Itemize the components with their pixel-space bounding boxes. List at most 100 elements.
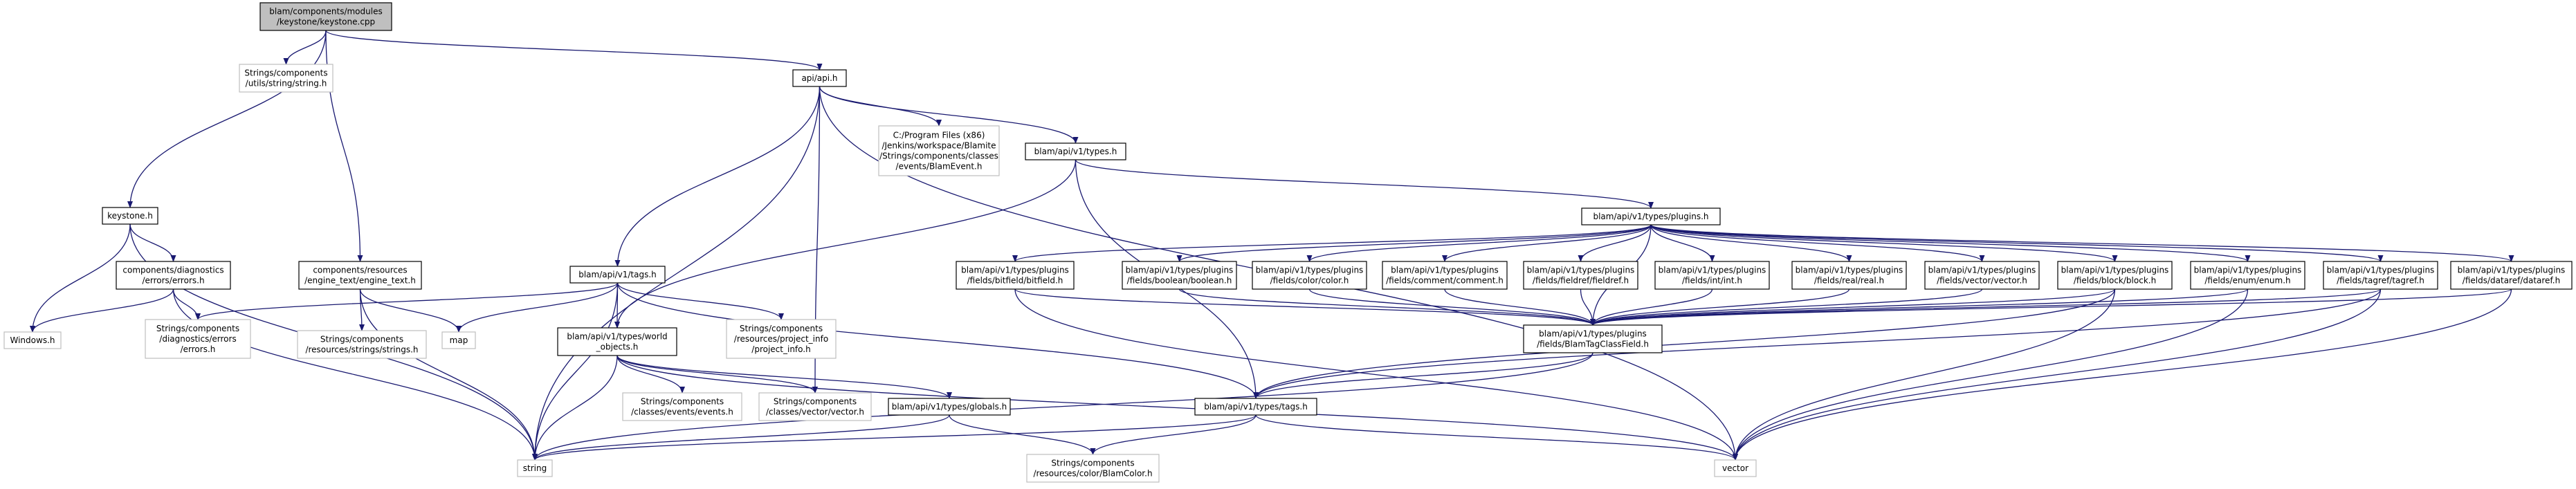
node-engine-text[interactable]: components/resources/engine_text/engine_…	[298, 261, 422, 290]
node-label-line: C:/Program Files (x86)	[893, 131, 985, 140]
node-box	[1252, 261, 1367, 290]
node-f-vector[interactable]: blam/api/v1/types/plugins/fields/vector/…	[1924, 261, 2040, 290]
node-label-line: /fields/bitfield/bitfield.h	[967, 276, 1063, 286]
node-box	[1194, 398, 1317, 416]
edge-types_h-to-plugins_h	[1075, 159, 1654, 209]
node-box	[441, 331, 476, 349]
node-types-h[interactable]: blam/api/v1/types.h	[1025, 142, 1126, 160]
node-tagclassfield[interactable]: blam/api/v1/types/plugins/fields/BlamTag…	[1523, 324, 1663, 353]
edge-f_comment-to-tagclassfield	[1444, 288, 1596, 326]
node-keystone-h[interactable]: keystone.h	[102, 207, 158, 225]
node-box	[259, 2, 392, 31]
edge-tags_h-to-project_info	[616, 282, 784, 320]
edge-f_dataref-to-tagclassfield	[1590, 288, 2512, 326]
node-label-line: blam/api/v1/types/plugins	[2061, 266, 2169, 275]
edge-f_block-to-vector	[1733, 288, 2116, 461]
node-label-line: blam/api/v1/types/plugins	[1391, 266, 1499, 275]
node-globals-h[interactable]: blam/api/v1/types/globals.h	[888, 398, 1011, 416]
node-f-int[interactable]: blam/api/v1/types/plugins/fields/int/int…	[1654, 261, 1770, 290]
node-label-line: blam/api/v1/types/world	[567, 332, 667, 342]
edge-world_objects-to-vector_h	[616, 355, 818, 394]
node-label-line: /classes/events/events.h	[631, 407, 733, 417]
node-label-line: components/diagnostics	[122, 266, 223, 275]
node-label-line: blam/api/v1/types/plugins	[1256, 266, 1364, 275]
edge-f_block-to-types_tags	[1253, 288, 2116, 399]
node-f-color[interactable]: blam/api/v1/types/plugins/fields/color/c…	[1252, 261, 1367, 290]
edge-f_real-to-tagclassfield	[1590, 288, 1850, 326]
node-str-diag-errors: Strings/components/diagnostics/errors/er…	[145, 319, 251, 359]
node-label-line: Strings/components	[1051, 459, 1134, 468]
node-label-line: blam/api/v1/types/plugins	[961, 266, 1069, 275]
node-label-line: /fields/dataref/dataref.h	[2463, 276, 2560, 286]
node-box	[1523, 261, 1638, 290]
node-f-tagref[interactable]: blam/api/v1/types/plugins/fields/tagref/…	[2323, 261, 2438, 290]
node-f-real[interactable]: blam/api/v1/types/plugins/fields/real/re…	[1791, 261, 1907, 290]
node-label-line: /fields/real/real.h	[1814, 276, 1884, 286]
edge-tags_h-to-string	[532, 282, 619, 461]
node-label-line: /errors.h	[181, 344, 216, 354]
node-label-line: /utils/string/string.h	[246, 79, 327, 89]
node-label-line: /resources/project_info	[734, 334, 828, 344]
edge-types_tags-to-blamcolor	[1090, 414, 1257, 455]
edge-globals_h-to-blamcolor	[949, 414, 1096, 455]
edge-plugins_h-to-f_comment	[1442, 224, 1652, 262]
edge-types_tags-to-vector	[1255, 414, 1738, 461]
edge-tagclassfield-to-types_tags	[1253, 352, 1593, 399]
edge-plugins_h-to-f_block	[1650, 224, 2118, 262]
node-f-comment[interactable]: blam/api/v1/types/plugins/fields/comment…	[1382, 261, 1508, 290]
node-label-line: /project_info.h	[751, 344, 810, 354]
node-box	[726, 319, 837, 359]
edge-f_block-to-tagclassfield	[1590, 288, 2116, 326]
node-box	[517, 459, 553, 477]
node-types-tags[interactable]: blam/api/v1/types/tags.h	[1194, 398, 1317, 416]
node-label-line: blam/api/v1/types/plugins	[1126, 266, 1234, 275]
node-f-enum[interactable]: blam/api/v1/types/plugins/fields/enum/en…	[2190, 261, 2305, 290]
edge-types_h-to-world_objects	[614, 159, 1077, 329]
node-plugins-h[interactable]: blam/api/v1/types/plugins.h	[1581, 207, 1721, 225]
node-blamcolor: Strings/components/resources/color/BlamC…	[1026, 454, 1160, 483]
node-f-fieldref[interactable]: blam/api/v1/types/plugins/fields/fieldre…	[1523, 261, 1638, 290]
node-box	[2057, 261, 2173, 290]
node-box	[557, 327, 677, 356]
node-api-h[interactable]: api/api.h	[792, 69, 847, 87]
node-box	[3, 331, 62, 349]
node-label-line: /fields/block/block.h	[2074, 276, 2156, 286]
edge-f_boolean-to-tagclassfield	[1178, 288, 1596, 326]
node-label-line: /resources/strings/strings.h	[305, 345, 418, 355]
node-f-boolean[interactable]: blam/api/v1/types/plugins/fields/boolean…	[1122, 261, 1237, 290]
edge-plugins_h-to-f_vector	[1650, 224, 1985, 262]
edge-engine_text-to-map	[359, 288, 462, 333]
edge-diag_errors-to-string	[172, 288, 538, 461]
node-box	[956, 261, 1075, 290]
edge-f_color-to-tagclassfield	[1308, 288, 1596, 326]
node-f-bitfield[interactable]: blam/api/v1/types/plugins/fields/bitfiel…	[956, 261, 1075, 290]
node-box	[888, 398, 1011, 416]
node-label-line: Strings/components	[774, 397, 857, 407]
node-label-line: components/resources	[313, 266, 407, 275]
node-root[interactable]: blam/components/modules/keystone/keyston…	[259, 2, 392, 31]
node-f-block[interactable]: blam/api/v1/types/plugins/fields/block/b…	[2057, 261, 2173, 290]
node-f-dataref[interactable]: blam/api/v1/types/plugins/fields/dataref…	[2450, 261, 2573, 290]
node-vector-h: Strings/components/classes/vector/vector…	[758, 392, 872, 421]
node-tags-h[interactable]: blam/api/v1/tags.h	[569, 266, 666, 284]
nodes-layer: blam/components/modules/keystone/keyston…	[3, 2, 2573, 483]
node-windows-h: Windows.h	[3, 331, 62, 349]
node-label-line: Strings/components	[156, 324, 239, 333]
node-label-line: /events/BlamEvent.h	[896, 162, 983, 172]
node-box	[298, 261, 422, 290]
edge-diag_errors-to-windows_h	[30, 288, 174, 333]
node-box	[1924, 261, 2040, 290]
node-world-objects[interactable]: blam/api/v1/types/world_objects.h	[557, 327, 677, 356]
node-box	[239, 64, 334, 93]
node-string: string	[517, 459, 553, 477]
node-diag-errors[interactable]: components/diagnostics/errors/errors.h	[116, 261, 231, 290]
edge-plugins_h-to-f_dataref	[1650, 224, 2514, 262]
node-box	[1654, 261, 1770, 290]
edge-plugins_h-to-f_int	[1650, 224, 1715, 262]
node-label-line: blam/api/v1/types/plugins	[1659, 266, 1766, 275]
node-box	[116, 261, 231, 290]
edge-root-to-keystone_h	[127, 30, 327, 208]
node-box	[758, 392, 872, 421]
edge-plugins_h-to-f_boolean	[1176, 224, 1652, 262]
edge-api_h-to-types_h	[819, 86, 1079, 144]
